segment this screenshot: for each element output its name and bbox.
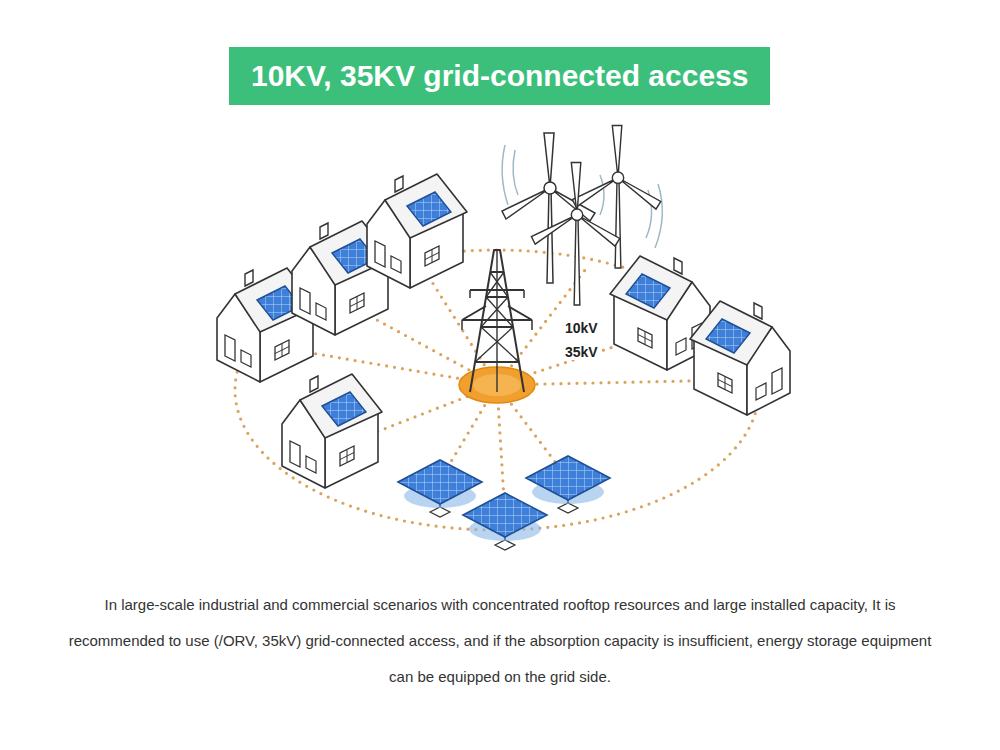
voltage-label: 10kV bbox=[563, 320, 600, 336]
title-banner: 10KV, 35KV grid-connected access bbox=[229, 47, 770, 105]
caption-text: In large-scale industrial and commercial… bbox=[60, 587, 940, 695]
voltage-label: 35kV bbox=[563, 344, 600, 360]
